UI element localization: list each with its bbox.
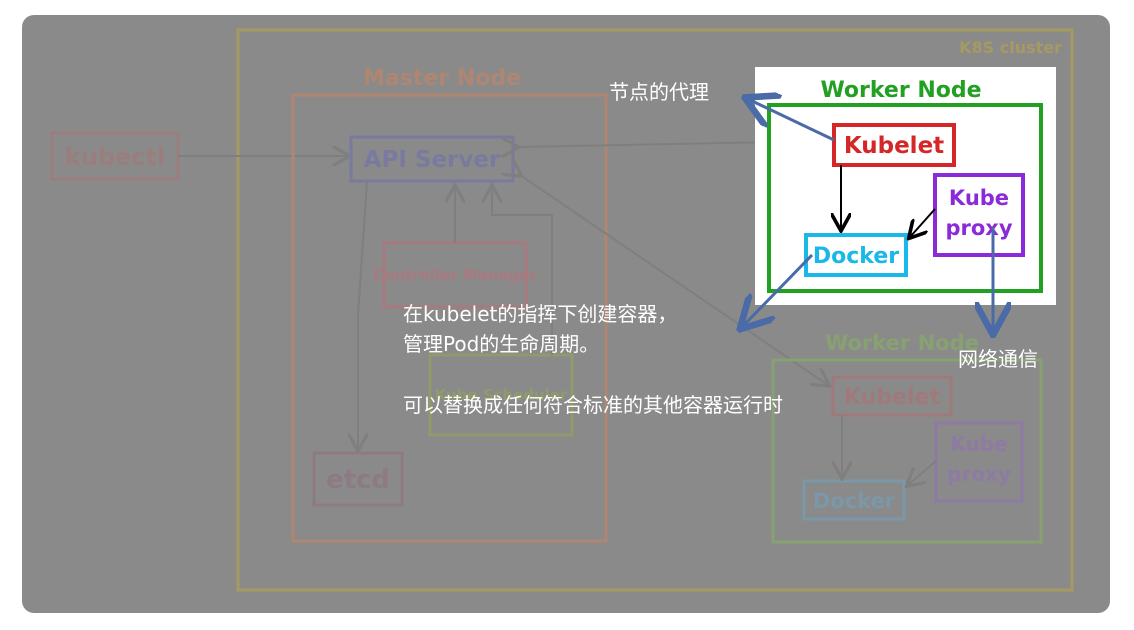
popup-worker-node-label: Worker Node [820, 78, 981, 103]
worker-node-2-frame [771, 358, 1043, 544]
controller-manager-label: Controller Manager [373, 266, 538, 284]
worker-node-2-docker-box [802, 479, 906, 521]
diagram-canvas: K8S cluster kubectl Master Node API Serv… [22, 15, 1110, 613]
docker-annotation-line-1: 在kubelet的指挥下创建容器， [403, 302, 678, 326]
popup-proxy-to-docker-arrow [910, 208, 936, 237]
k8s-cluster-frame [236, 28, 1074, 592]
popup-kube-proxy-label-2: proxy [945, 216, 1012, 240]
worker-node-2-kubelet-label: Kubelet [844, 385, 940, 410]
worker-node-2-proxy-label-2: proxy [947, 462, 1011, 486]
worker-node-highlight-panel: Worker Node Kubelet Kube proxy Docker [755, 67, 1056, 305]
faded-architecture-diagram: K8S cluster kubectl Master Node API Serv… [50, 28, 1074, 592]
kube-scheduler-label: Kube Scheduler [435, 386, 568, 404]
master-node-label: Master Node [363, 66, 521, 91]
etcd-label: etcd [326, 465, 390, 495]
etcd-box [312, 451, 404, 507]
api-to-worker2-arrow [520, 175, 828, 385]
worker-node-2-kubelet-box [831, 375, 953, 417]
popup-kube-proxy-box [933, 173, 1025, 257]
kubectl-label: kubectl [65, 143, 165, 171]
api-to-etcd-arrow [358, 180, 367, 449]
popup-worker-node-frame [767, 103, 1043, 293]
worker-node-2-proxy-to-docker [908, 460, 937, 485]
worker-node-2-label: Worker Node [825, 331, 979, 355]
worker-node-2-proxy-label-1: Kube [950, 432, 1007, 456]
popup-docker-label: Docker [813, 244, 899, 269]
k8s-cluster-label: K8S cluster [959, 38, 1062, 57]
docker-annotation-line-2: 管理Pod的生命周期。 [403, 332, 600, 356]
worker-node-2-docker-label: Docker [813, 489, 896, 513]
docker-annotation-line-3: 可以替换成任何符合标准的其他容器运行时 [403, 393, 783, 417]
popup-kubelet-label: Kubelet [844, 133, 944, 159]
popup-kube-proxy-label-1: Kube [949, 186, 1009, 210]
worker-node-highlight-diagram: Worker Node Kubelet Kube proxy Docker [767, 78, 1043, 293]
popup-kubelet-box [832, 123, 956, 167]
kubelet-annotation: 节点的代理 [609, 80, 709, 104]
api-server-label: API Server [364, 147, 501, 173]
kube-proxy-annotation: 网络通信 [958, 347, 1038, 371]
kube-scheduler-box [428, 353, 574, 437]
